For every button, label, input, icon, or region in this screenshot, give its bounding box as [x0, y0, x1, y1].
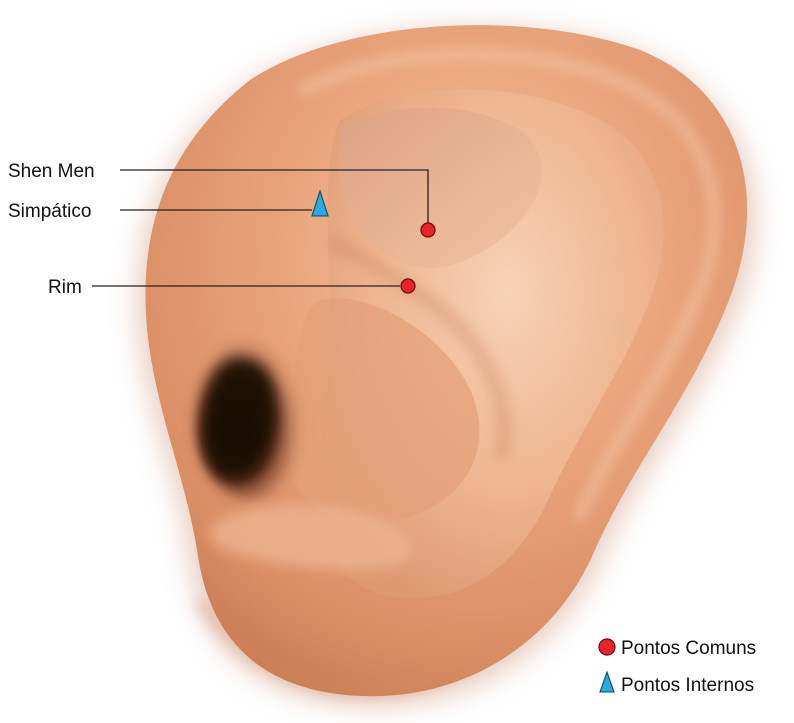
blue-triangle-marker-icon: [600, 672, 614, 692]
point-marker-rim: [401, 279, 415, 293]
ear-illustration: [138, 25, 755, 705]
point-label-shen-men: Shen Men: [8, 161, 95, 182]
legend-label-pontos-comuns: Pontos Comuns: [621, 638, 756, 659]
legend-label-pontos-internos: Pontos Internos: [621, 675, 754, 696]
point-label-rim: Rim: [48, 277, 82, 298]
point-label-simpatico: Simpático: [8, 201, 91, 222]
point-marker-shen-men: [421, 223, 435, 237]
legend: Pontos Comuns Pontos Internos: [599, 638, 756, 696]
red-circle-marker-icon: [599, 639, 615, 655]
